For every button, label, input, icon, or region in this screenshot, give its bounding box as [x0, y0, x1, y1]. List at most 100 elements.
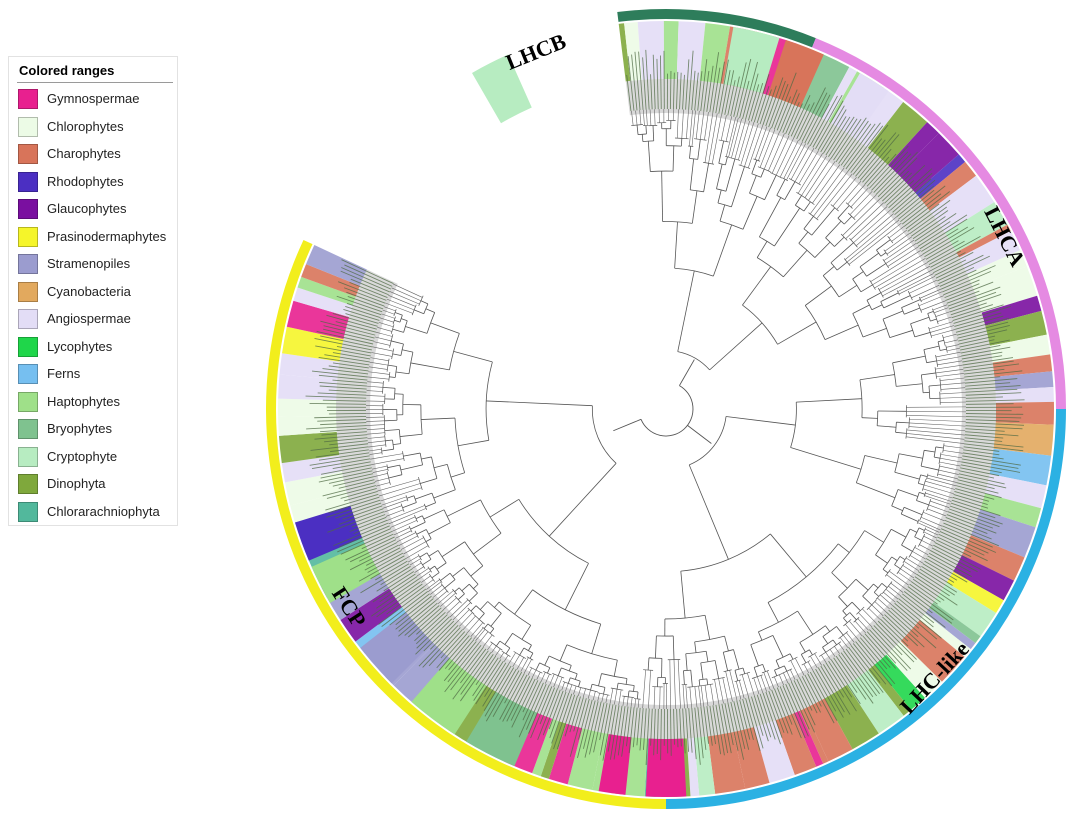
terminal-branch [383, 306, 396, 312]
legend-item-dinophyta: Dinophyta [18, 474, 178, 494]
leaf-line [884, 614, 919, 647]
branch-line [726, 416, 796, 426]
leaf-line [367, 552, 404, 573]
terminal-branch [368, 371, 390, 375]
leaf-line [721, 703, 732, 754]
range-segment [970, 509, 1036, 558]
branch-line [876, 239, 891, 251]
terminal-branch [937, 316, 952, 322]
branch-line [473, 532, 502, 555]
terminal-branch [753, 677, 760, 695]
leaf-line [963, 368, 1005, 375]
leaf-line [950, 502, 996, 519]
terminal-branch [390, 516, 416, 528]
branch-line [387, 464, 400, 469]
terminal-branch [388, 295, 416, 307]
terminal-branch [682, 684, 685, 709]
range-segment [967, 250, 1027, 288]
terminal-branch [689, 687, 692, 708]
leaf-line [325, 493, 379, 511]
leaf-line [942, 525, 993, 548]
leaf-line [947, 286, 1001, 307]
branch-line [899, 453, 923, 459]
clade-ring [266, 8, 1066, 809]
range-segment [994, 371, 1054, 391]
leaf-line [332, 362, 369, 369]
branch-line [836, 626, 844, 636]
leaf-line [961, 351, 1003, 360]
leaf-line [621, 706, 629, 757]
branch-line [849, 612, 857, 621]
terminal-branch [677, 659, 681, 709]
leaf-line [962, 357, 1014, 366]
branch-line [882, 568, 889, 574]
branch-line [703, 163, 709, 192]
branch-line [862, 327, 887, 338]
leaf-line [672, 72, 675, 110]
branch-line [764, 175, 777, 200]
terminal-branch [487, 642, 493, 651]
branch-line [851, 601, 861, 611]
terminal-branch [880, 265, 930, 293]
branch-arc [408, 525, 413, 533]
branch-line [529, 652, 534, 659]
legend-label: Prasinodermaphytes [47, 228, 167, 244]
leaf-line [939, 531, 989, 554]
leaf-line [799, 677, 818, 714]
terminal-branch [779, 139, 799, 178]
branch-line [921, 372, 936, 376]
leaf-line [965, 416, 1022, 419]
leaf-line [460, 654, 494, 702]
leaf-line [321, 431, 367, 436]
branch-line [910, 316, 930, 325]
terminal-branch [731, 118, 742, 159]
terminal-branch [939, 465, 960, 471]
branch-arc [801, 649, 810, 655]
branch-arc [832, 641, 842, 649]
branch-line [603, 687, 606, 695]
leaf-line [642, 57, 647, 110]
terminal-branch [377, 327, 392, 332]
terminal-branch [459, 612, 473, 627]
leaf-line [838, 654, 874, 704]
terminal-branch [775, 137, 795, 176]
terminal-branch [798, 150, 819, 185]
leaf-line [712, 705, 722, 755]
branch-arc [498, 601, 531, 626]
leaf-line [322, 368, 369, 375]
clade-ring-fcp [266, 239, 666, 809]
leaf-line [815, 668, 844, 718]
leaf-line [706, 65, 714, 112]
branch-line [415, 492, 433, 500]
branch-line [399, 433, 423, 437]
leaf-line [380, 565, 411, 586]
terminal-branch [565, 683, 569, 692]
leaf-line [804, 674, 822, 707]
branch-line [822, 266, 835, 276]
leaf-line [873, 153, 912, 193]
branch-line [930, 318, 937, 322]
leaf-line [898, 189, 935, 220]
leaf-line [958, 476, 1007, 489]
terminal-branch [704, 111, 709, 141]
branch-line [742, 266, 772, 306]
terminal-branch [847, 184, 866, 205]
leaf-line [332, 461, 371, 470]
branch-line [470, 565, 484, 577]
leaf-line [959, 470, 995, 479]
leaf-line [864, 156, 890, 185]
leaf-line [332, 313, 378, 327]
terminal-branch [725, 117, 736, 157]
branch-arc [856, 606, 865, 615]
branch-line [894, 471, 920, 480]
terminal-branch [367, 436, 385, 439]
branch-line [831, 572, 848, 589]
leaf-line [548, 690, 564, 730]
leaf-line [962, 455, 1021, 466]
terminal-branch [391, 287, 422, 302]
branch-line [714, 660, 720, 679]
leaf-line [916, 573, 950, 597]
branch-arc [896, 290, 900, 296]
terminal-branch [858, 612, 873, 628]
leaf-line [697, 707, 704, 759]
